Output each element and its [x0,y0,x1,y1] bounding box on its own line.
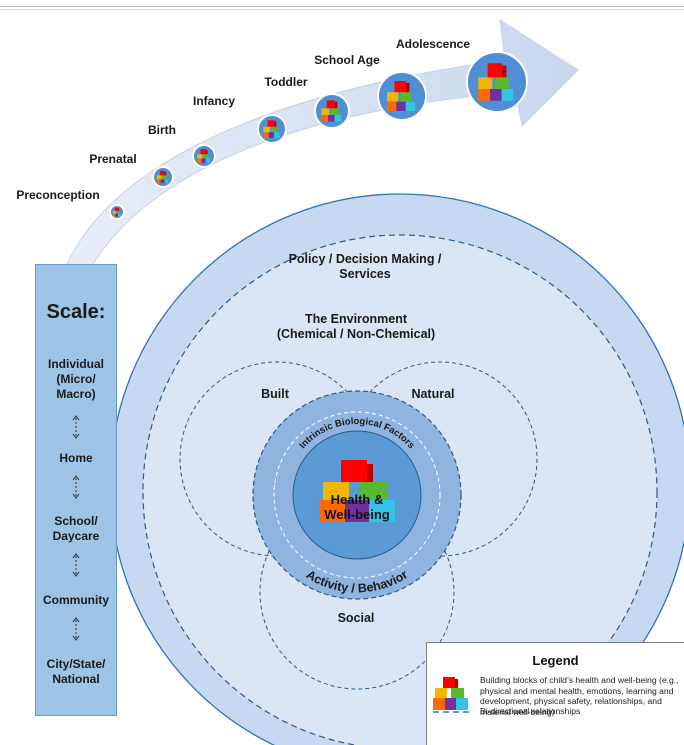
stage-label-birth: Birth [148,123,176,137]
legend-title: Legend [532,653,579,668]
scale-item-individual: Individual (Micro/ Macro) [36,357,116,402]
stage-label-toddler: Toddler [264,75,307,89]
environment-label-line1: The Environment [305,312,408,326]
scale-item-home: Home [36,451,116,466]
legend-dashed-line-icon [433,711,469,713]
scale-school-line1: School/ [54,514,98,528]
policy-label-line2: Services [339,267,390,281]
center-blocks-icon [319,460,395,522]
bidirectional-arrow-icon [72,617,80,641]
stage-label-infancy: Infancy [193,94,235,108]
building-blocks-icon [433,677,468,710]
stage-label-preconception: Preconception [16,188,99,202]
scale-title: Scale: [46,301,106,323]
intrinsic-inner-dashed [273,411,441,579]
scale-item-school: School/ Daycare [36,514,116,544]
top-rule-secondary [0,9,684,10]
scale-community-line1: Community [43,593,109,607]
development-arrow [65,19,579,267]
natural-label: Natural [411,387,454,401]
bidirectional-arrow-icon [72,475,80,499]
policy-label-line1: Policy / Decision Making / [289,252,442,266]
legend-blocks-description: Building blocks of child’s health and we… [480,675,679,717]
scale-item-city: City/State/ National [36,657,116,687]
top-rule [0,6,684,7]
scale-school-line2: Daycare [52,529,100,543]
legend-box: Legend Building blocks of child’s health… [426,642,684,745]
health-label-line2: Well-being [324,507,390,522]
scale-city-line2: National [52,672,100,686]
health-core-circle [292,430,422,560]
scale-city-line1: City/State/ [46,657,106,671]
legend-line-description: Bi-directional relationships [480,706,581,716]
scale-individual-line3: Macro) [56,387,96,401]
scale-bar: Scale: Individual (Micro/ Macro) Home Sc… [35,264,117,716]
health-label-line1: Health & [331,492,384,507]
scale-individual-line2: (Micro/ [56,372,96,386]
environment-label-line2: (Chemical / Non-Chemical) [277,327,435,341]
scale-individual-line1: Individual [47,357,104,371]
stage-label-prenatal: Prenatal [89,152,136,166]
stage-label-adolescence: Adolescence [396,37,470,51]
built-label: Built [261,387,290,401]
social-label: Social [338,611,375,625]
scale-item-community: Community [36,593,116,608]
stage-label-school-age: School Age [314,53,380,67]
bidirectional-arrow-icon [72,415,80,439]
scale-home-line1: Home [59,451,93,465]
bidirectional-arrow-icon [72,553,80,577]
